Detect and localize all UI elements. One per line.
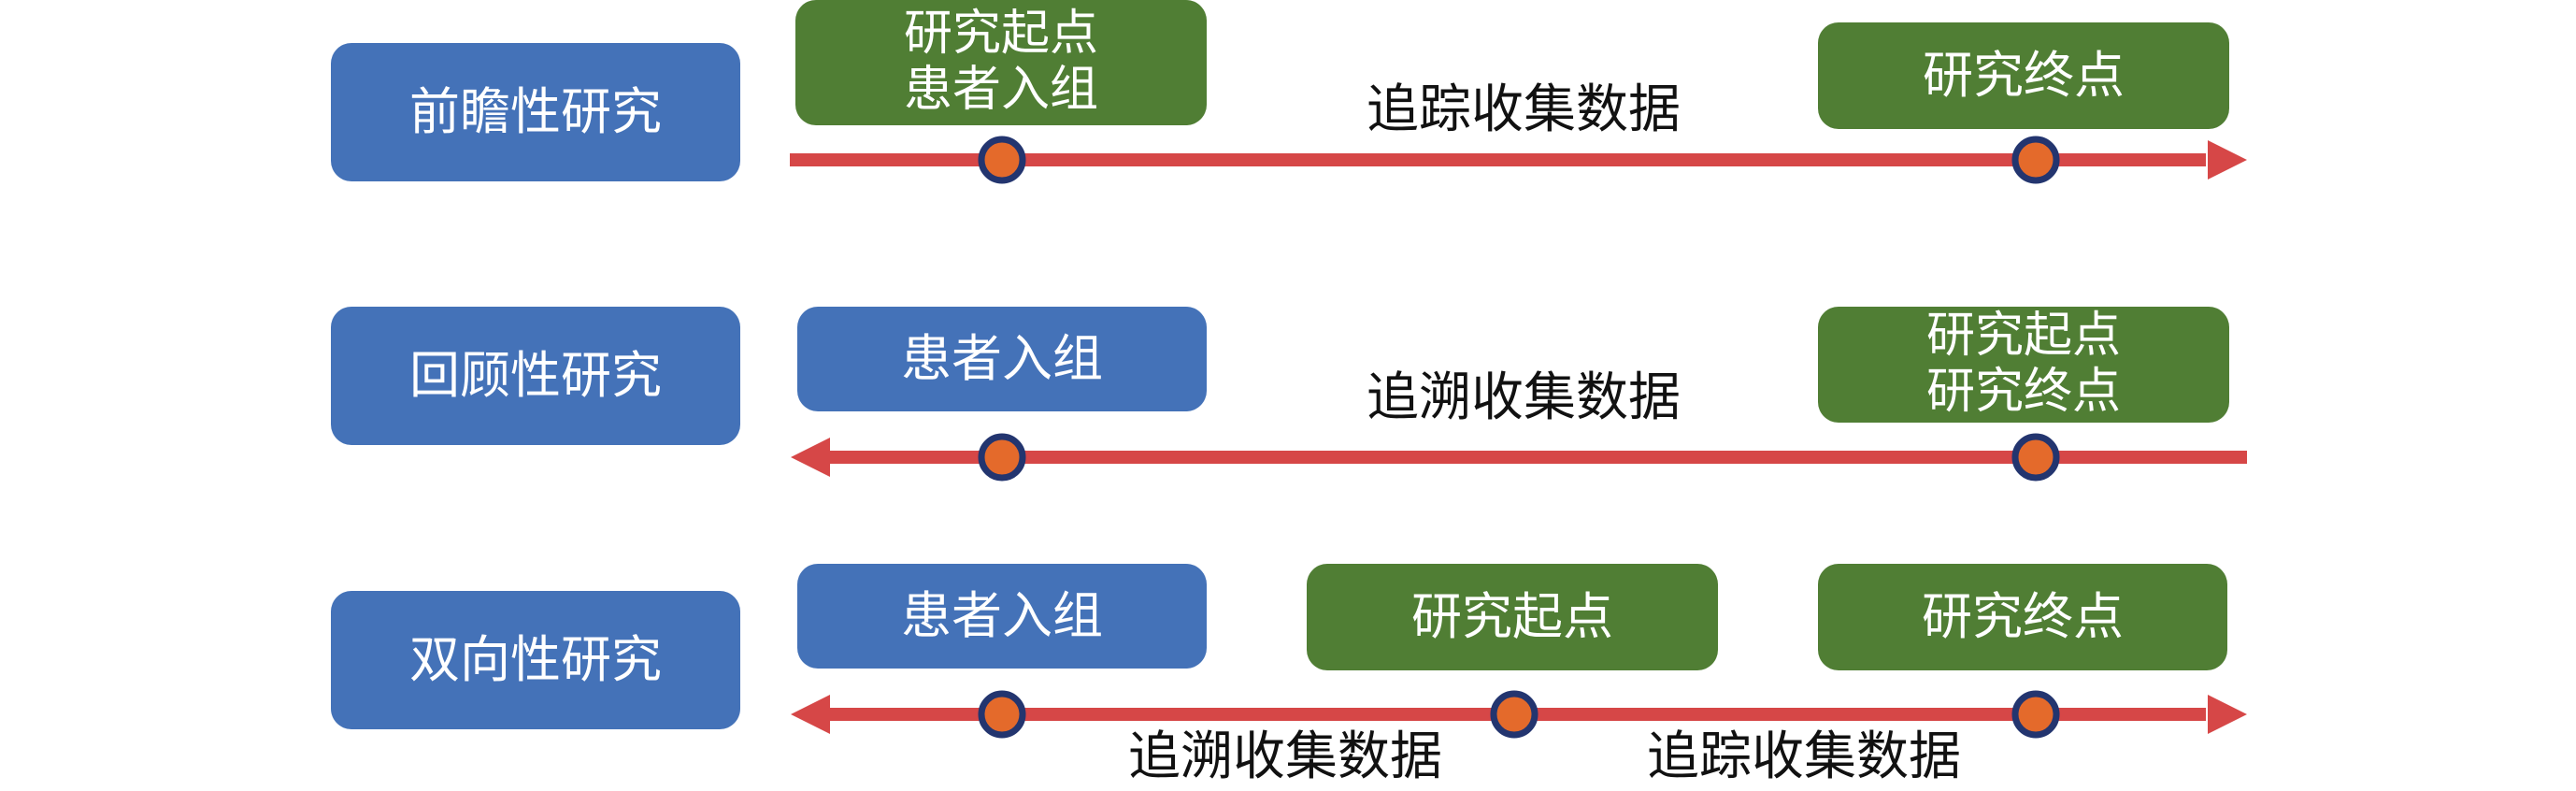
study-type-box: 回顾性研究 [331,307,740,445]
event-label: 患者入组 [903,62,1098,118]
study-type-label: 双向性研究 [409,629,662,689]
event-box: 研究终点 [1818,22,2229,129]
flow-label: 追踪收集数据 [1367,79,1681,140]
arrow-head-left [791,438,830,477]
event-box: 患者入组 [797,307,1207,411]
event-box: 研究起点 患者入组 [795,0,1207,125]
timeline-node [978,136,1026,184]
event-label: 患者入组 [901,328,1103,388]
event-box: 研究起点 [1307,564,1718,670]
timeline-node [978,433,1026,482]
arrow-head-left [791,695,830,734]
study-type-box: 双向性研究 [331,591,740,729]
arrow-head-right [2208,695,2247,734]
timeline-node [2011,136,2060,184]
event-label: 研究终点 [1922,586,2124,646]
event-box: 研究起点 研究终点 [1818,307,2229,423]
prospective-timeline [790,136,2247,184]
event-label: 研究终点 [1925,364,2121,420]
event-label: 研究起点 [1925,308,2121,365]
event-label: 患者入组 [901,585,1103,645]
arrow-head-right [2208,140,2247,180]
event-label: 研究起点 [903,6,1098,63]
timeline-node [2011,433,2060,482]
event-label: 研究终点 [1923,45,2125,105]
timeline-node [2011,690,2060,739]
timeline-node [978,690,1026,739]
study-type-label: 前瞻性研究 [409,81,662,141]
ambidirectional-timeline [791,690,2247,739]
study-type-box: 前瞻性研究 [331,43,740,181]
retrospective-timeline [791,433,2247,482]
event-box: 研究终点 [1818,564,2227,670]
event-label: 研究起点 [1411,586,1613,646]
event-box: 患者入组 [797,564,1207,669]
flow-label: 追溯收集数据 [1367,367,1681,428]
flow-label: 追踪收集数据 [1647,726,1961,787]
flow-label: 追溯收集数据 [1128,726,1442,787]
timeline-node [1490,690,1538,739]
study-type-label: 回顾性研究 [409,345,662,405]
